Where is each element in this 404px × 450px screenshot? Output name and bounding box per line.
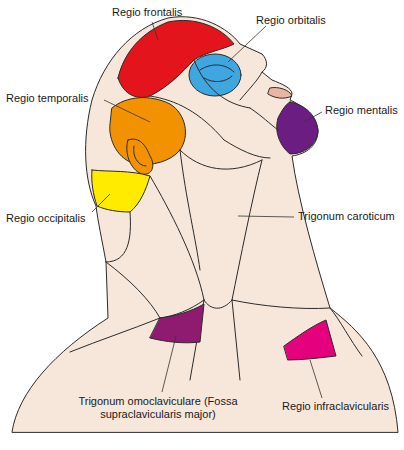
face-lines	[150, 60, 278, 169]
infraclavicular-region	[284, 320, 336, 360]
leader-line	[304, 112, 322, 122]
leader-line	[228, 26, 266, 62]
occipital-region	[92, 170, 150, 212]
leader-line	[238, 216, 294, 217]
orbital-eyelid	[200, 65, 234, 82]
leader-lines	[92, 22, 322, 398]
leader-line	[162, 336, 176, 392]
omoclavicular-triangle	[150, 304, 204, 343]
orbital-region	[189, 54, 241, 96]
ear	[127, 139, 153, 174]
ear-inner	[134, 146, 146, 166]
region-label: Regio orbitalis	[256, 14, 326, 27]
region-label: Regio temporalis	[6, 92, 89, 105]
lips	[268, 87, 292, 98]
leader-line	[152, 22, 158, 40]
neck-lines	[70, 150, 362, 380]
mental-region	[277, 102, 318, 154]
leader-line	[310, 360, 322, 398]
leader-line	[104, 100, 150, 122]
region-label: Trigonum omoclaviculare (Fossa supraclav…	[68, 395, 248, 421]
region-label: Regio frontalis	[112, 6, 182, 19]
region-label: Regio mentalis	[325, 104, 398, 117]
region-label: Trigonum caroticum	[298, 210, 395, 223]
body-outline	[12, 17, 398, 432]
region-label: Regio infraclavicularis	[282, 400, 389, 413]
leader-line	[92, 194, 110, 212]
region-label: Regio occipitalis	[6, 212, 85, 225]
